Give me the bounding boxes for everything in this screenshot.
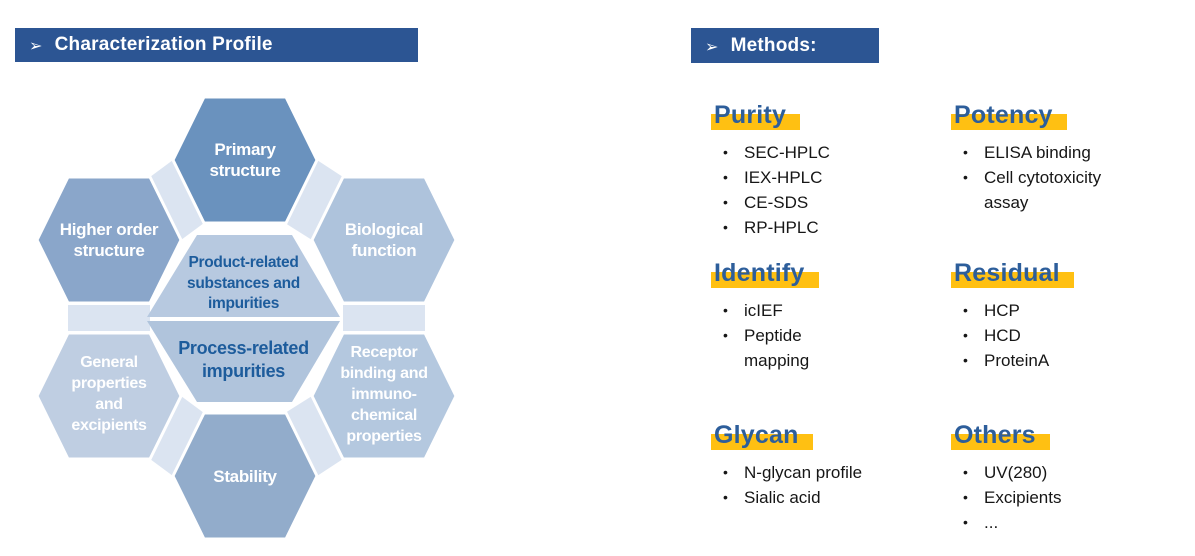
method-item: icIEF — [744, 301, 783, 320]
list-item: • IEX-HPLC — [714, 165, 949, 190]
method-item: ... — [984, 513, 999, 532]
arrow-icon: ➢ — [29, 38, 43, 55]
bullet-icon: • — [723, 194, 728, 210]
receptor-binding-label: Receptor binding and immuno- chemical pr… — [340, 344, 428, 445]
method-item: HCP — [984, 301, 1020, 320]
higher-order-structure-label: Higher order structure — [59, 220, 159, 260]
characterization-hexagon-diagram — [35, 95, 458, 541]
list-item: • RP-HPLC — [714, 215, 949, 240]
bullet-icon: • — [963, 352, 968, 368]
bullet-icon: • — [723, 327, 728, 343]
connector-wedge-top-left — [150, 160, 204, 240]
list-item: • ProteinA — [954, 348, 1189, 373]
bullet-icon: • — [963, 489, 968, 505]
bullet-icon: • — [723, 464, 728, 480]
group-heading-identify: Identify — [711, 258, 819, 288]
method-item: ProteinA — [984, 351, 1050, 370]
method-list-purity: • SEC-HPLC • IEX-HPLC • CE-SDS • RP-HPLC — [714, 140, 949, 240]
bullet-icon: • — [963, 169, 968, 185]
method-item: CE-SDS — [744, 193, 809, 212]
group-heading-residual: Residual — [951, 258, 1074, 288]
list-item: • Cell cytotoxicity assay — [954, 165, 1189, 215]
connector-wedge-top-right — [285, 160, 343, 240]
characterization-title-bar: ➢ Characterization Profile — [15, 28, 418, 62]
connector-wedge-right — [343, 305, 425, 331]
method-item: N-glycan profile — [744, 463, 863, 482]
connector-wedge-bottom-right — [285, 396, 343, 476]
primary-structure-label: Primary structure — [209, 140, 281, 180]
group-heading-potency: Potency — [951, 100, 1067, 130]
process-related-label: Process-related impurities — [178, 338, 309, 381]
list-item: • SEC-HPLC — [714, 140, 949, 165]
process-related-trapezoid — [147, 321, 340, 402]
product-related-label: Product-related substances and impuritie… — [187, 254, 300, 312]
method-item: Peptide mapping — [744, 326, 810, 370]
method-item: UV(280) — [984, 463, 1048, 482]
method-list-identify: • icIEF • Peptide mapping — [714, 298, 949, 373]
bullet-icon: • — [723, 169, 728, 185]
product-related-trapezoid — [147, 235, 340, 317]
method-list-potency: • ELISA binding • Cell cytotoxicity assay — [954, 140, 1189, 215]
list-item: •... — [954, 510, 1189, 535]
stability-label: Stability — [213, 467, 277, 486]
bullet-icon: • — [963, 514, 968, 530]
general-properties-hexagon — [35, 331, 183, 461]
stability-hexagon — [171, 411, 319, 541]
method-list-others: • UV(280) • Excipients •... — [954, 460, 1189, 535]
list-item: • Sialic acid — [714, 485, 949, 510]
method-item: IEX-HPLC — [744, 168, 823, 187]
list-item: • N-glycan profile — [714, 460, 949, 485]
bullet-icon: • — [963, 144, 968, 160]
connector-wedge-bottom-left — [150, 396, 204, 476]
bullet-icon: • — [723, 489, 728, 505]
characterization-title-label: Characterization Profile — [54, 34, 273, 55]
group-heading-glycan: Glycan — [711, 420, 813, 450]
list-item: • UV(280) — [954, 460, 1189, 485]
bullet-icon: • — [963, 327, 968, 343]
method-item: SEC-HPLC — [744, 143, 830, 162]
method-item: Excipients — [984, 488, 1062, 507]
method-group-identify: Identify • icIEF • Peptide mapping — [711, 258, 949, 373]
list-item: • ELISA binding — [954, 140, 1189, 165]
method-item: Cell cytotoxicity assay — [984, 168, 1102, 212]
methods-title-bar: ➢ Methods: — [691, 28, 879, 63]
group-heading-others: Others — [951, 420, 1050, 450]
bullet-icon: • — [723, 302, 728, 318]
biological-function-label: Biological function — [344, 220, 424, 260]
method-item: HCD — [984, 326, 1021, 345]
list-item: • CE-SDS — [714, 190, 949, 215]
list-item: • Excipients — [954, 485, 1189, 510]
methods-title-label: Methods: — [730, 34, 817, 56]
bullet-icon: • — [963, 302, 968, 318]
receptor-binding-hexagon — [310, 331, 458, 461]
bullet-icon: • — [723, 144, 728, 160]
bullet-icon: • — [963, 464, 968, 480]
biological-function-hexagon — [310, 175, 458, 305]
method-group-glycan: Glycan • N-glycan profile • Sialic acid — [711, 420, 949, 510]
connector-wedge-left — [68, 305, 150, 331]
arrow-icon: ➢ — [705, 38, 719, 56]
method-group-purity: Purity • SEC-HPLC • IEX-HPLC • CE-SDS • RP-H… — [711, 100, 949, 240]
method-group-others: Others • UV(280) • Excipients •... — [951, 420, 1189, 535]
method-item: ELISA binding — [984, 143, 1091, 162]
list-item: • Peptide mapping — [714, 323, 949, 373]
primary-structure-hexagon — [171, 95, 319, 225]
method-item: Sialic acid — [744, 488, 821, 507]
method-list-residual: • HCP • HCD • ProteinA — [954, 298, 1189, 373]
method-group-potency: Potency • ELISA binding • Cell cytotoxicit… — [951, 100, 1189, 215]
bullet-icon: • — [723, 219, 728, 235]
list-item: • icIEF — [714, 298, 949, 323]
list-item: • HCP — [954, 298, 1189, 323]
method-list-glycan: • N-glycan profile • Sialic acid — [714, 460, 949, 510]
method-group-residual: Residual • HCP • HCD • ProteinA — [951, 258, 1189, 373]
group-heading-purity: Purity — [711, 100, 801, 130]
general-properties-label: General properties and excipients — [71, 354, 147, 434]
method-item: RP-HPLC — [744, 218, 819, 237]
higher-order-structure-hexagon — [35, 175, 183, 305]
list-item: • HCD — [954, 323, 1189, 348]
